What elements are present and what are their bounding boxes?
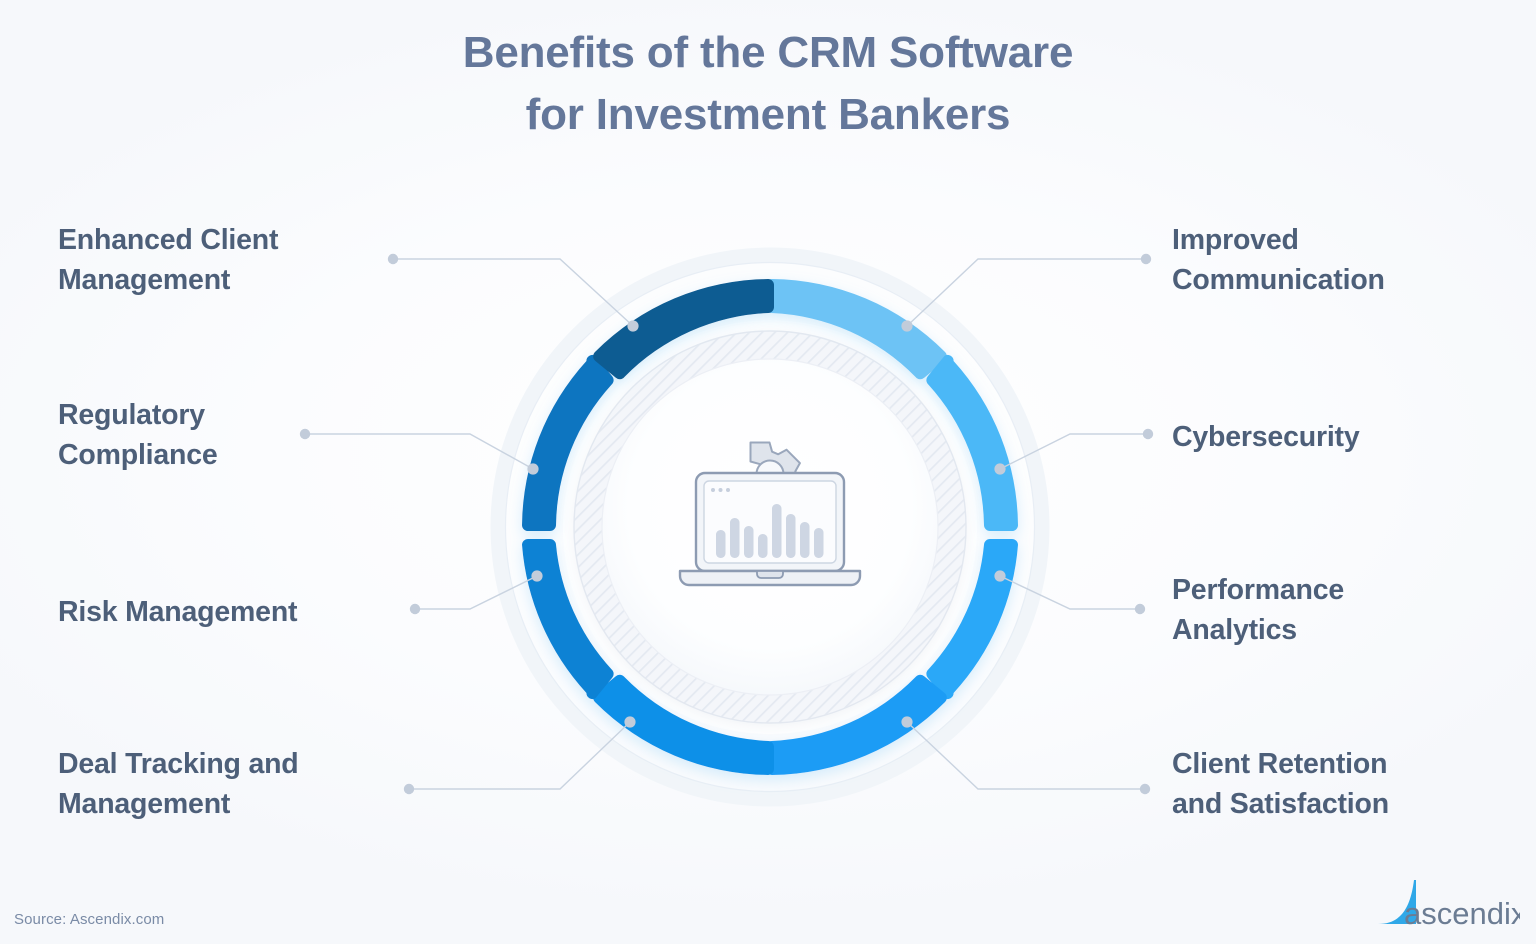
outer-halo-edge — [504, 261, 1036, 793]
page-title-line-1: Benefits of the CRM Software — [462, 28, 1074, 77]
label-enhanced-client-management[interactable]: Enhanced Client Management — [58, 224, 279, 296]
inner-core-outline — [601, 358, 939, 696]
page-title: Benefits of the CRM Software for Investm… — [0, 22, 1536, 147]
source-credit: Source: Ascendix.com — [14, 911, 165, 928]
label-regulatory-compliance[interactable]: Regulatory Compliance — [58, 399, 218, 471]
outer-halo-ring — [490, 247, 1050, 807]
center-illustration — [672, 430, 868, 590]
bar-chart-icon — [716, 504, 824, 558]
window-dots-icon — [711, 488, 730, 492]
ascendix-logo[interactable]: ascendix — [1370, 874, 1520, 932]
donut-segment-regulatory-compliance[interactable] — [522, 354, 614, 531]
page-title-line-2: for Investment Bankers — [525, 90, 1011, 140]
donut-segment-enhanced-client-management[interactable] — [593, 279, 774, 380]
donut-segment-deal-tracking-and-management[interactable] — [593, 674, 774, 775]
laptop-notch — [756, 570, 784, 579]
label-deal-tracking-and-management[interactable]: Deal Tracking and Management — [58, 748, 299, 820]
donut-segment-client-retention-and-satisfaction[interactable] — [766, 674, 947, 775]
label-performance-analytics[interactable]: Performance Analytics — [1172, 574, 1345, 646]
ascendix-logo-text: ascendix — [1404, 896, 1520, 931]
donut-segment-cybersecurity[interactable] — [926, 354, 1018, 531]
inner-hatched-ring-outline — [573, 330, 967, 724]
ascendix-logo-mark — [1378, 880, 1416, 924]
label-improved-communication[interactable]: Improved Communication — [1172, 224, 1385, 296]
donut-segment-risk-management[interactable] — [522, 539, 614, 700]
donut-segment-improved-communication[interactable] — [766, 279, 947, 380]
label-risk-management[interactable]: Risk Management — [58, 596, 298, 628]
label-cybersecurity[interactable]: Cybersecurity — [1172, 421, 1360, 453]
label-client-retention-and-satisfaction[interactable]: Client Retention and Satisfaction — [1172, 748, 1389, 820]
